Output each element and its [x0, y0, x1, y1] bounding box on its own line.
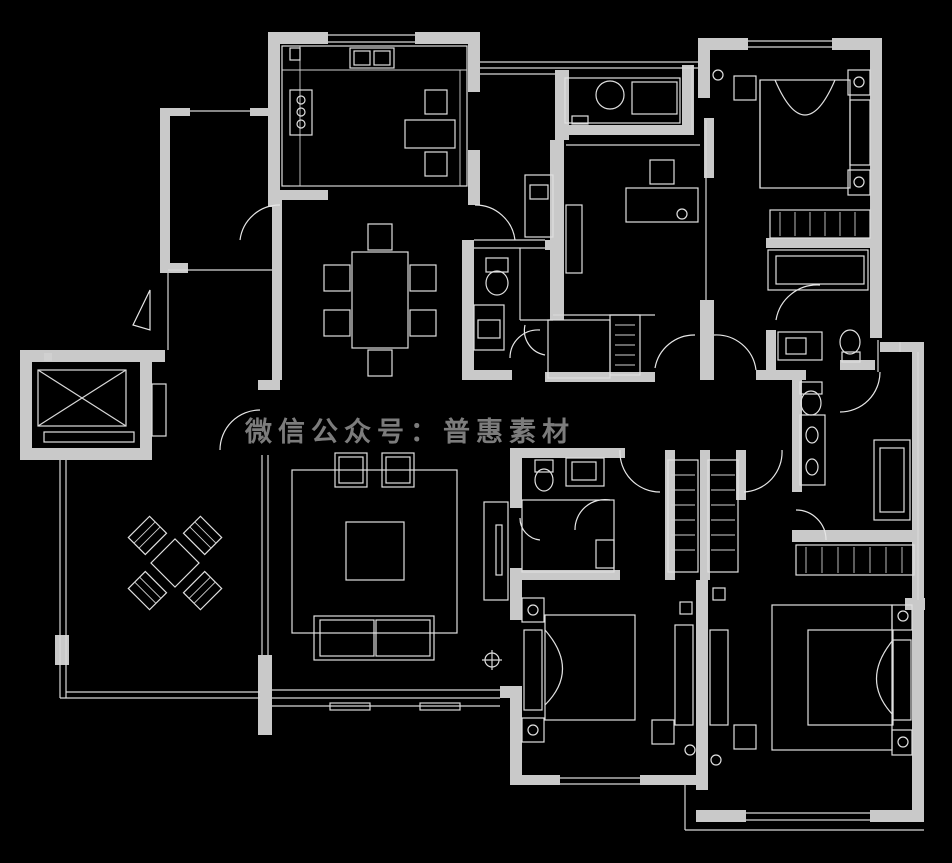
ceiling-light-icon	[482, 650, 502, 670]
bathroom-right	[795, 381, 915, 576]
bedroom-top-right	[712, 69, 871, 239]
bathroom-lower-middle	[521, 457, 739, 573]
bathtub-icon	[873, 439, 911, 521]
walls	[20, 32, 925, 822]
outline-lines	[59, 34, 924, 831]
toilet-icon	[534, 459, 554, 492]
sink-icon	[349, 47, 395, 69]
sink-icon	[565, 457, 605, 487]
toilet-icon	[839, 329, 861, 363]
study	[564, 77, 699, 274]
living-room	[291, 452, 509, 670]
sink-icon	[799, 414, 826, 486]
terrace-table	[127, 515, 223, 611]
watermark-text: 微信公众号：普惠素材	[245, 417, 575, 448]
bedroom-lower-left	[521, 597, 696, 756]
toilet-icon	[799, 381, 823, 416]
door-swing-icon	[132, 204, 881, 541]
dining-table	[323, 223, 437, 377]
toilet-icon	[485, 257, 509, 296]
bed-icon	[771, 604, 893, 751]
bed-icon	[544, 614, 636, 721]
elevator-x-icon	[37, 353, 167, 443]
bathtub-icon	[775, 255, 865, 285]
center-bathroom	[473, 174, 641, 379]
kitchen	[281, 45, 468, 187]
bathroom-top-right	[767, 249, 869, 363]
stove-icon	[289, 89, 313, 136]
bedroom-lower-right	[709, 587, 913, 766]
sink-icon	[473, 304, 505, 351]
sink-icon	[777, 331, 823, 361]
bed-icon	[759, 79, 851, 189]
